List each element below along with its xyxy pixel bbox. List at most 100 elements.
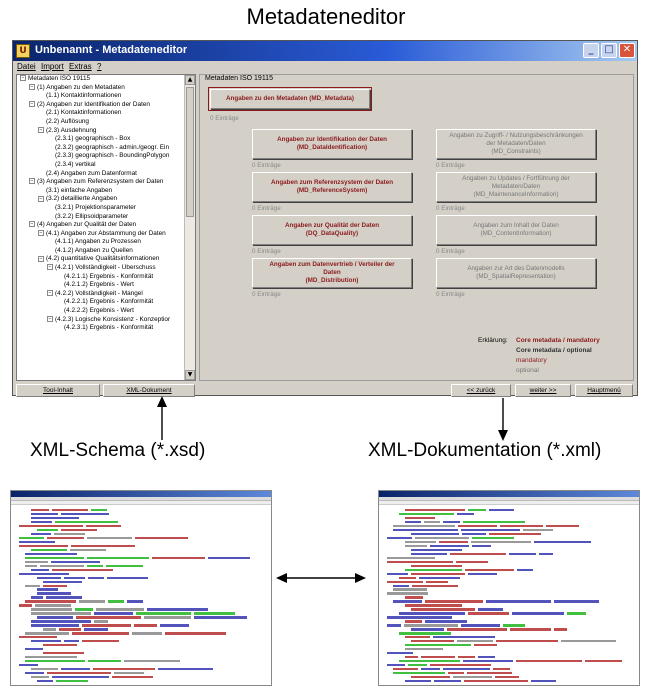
- tree-node[interactable]: (4.1.2) Angaben zu Quellen: [17, 247, 185, 256]
- tree-node[interactable]: (4.1.1) Angaben zu Prozessen: [17, 238, 185, 247]
- tree-node[interactable]: −(4.2.3) Logische Konsistenz - Konzeptio…: [17, 316, 185, 325]
- tree-node-label: (4.2.2.1) Ergebnis - Konformität: [64, 298, 154, 306]
- code-line: [383, 632, 635, 635]
- tool-inhalt-button[interactable]: Tool-Inhalt: [16, 384, 100, 397]
- next-button[interactable]: weiter >>: [515, 384, 571, 397]
- entry-count: 0 Einträge: [436, 291, 465, 298]
- collapse-toggle-icon[interactable]: −: [47, 264, 53, 271]
- code-line: [383, 676, 635, 679]
- tree-node[interactable]: (2.1) Kontaktinformationen: [17, 109, 185, 118]
- collapse-toggle-icon[interactable]: −: [20, 75, 26, 82]
- metadata-tree[interactable]: −Metadaten ISO 19115−(1) Angaben zu den …: [16, 74, 196, 381]
- tree-node[interactable]: (3.2.1) Projektionsparameter: [17, 204, 185, 213]
- tree-node[interactable]: −(3) Angaben zum Referenzsystem der Date…: [17, 178, 185, 187]
- menu-datei[interactable]: Datei: [17, 62, 36, 71]
- main-menu-button[interactable]: Hauptmenü: [575, 384, 633, 397]
- code-line: [15, 592, 267, 595]
- tree-node[interactable]: −(4.2.2) Vollständigkeit - Mangel: [17, 290, 185, 299]
- code-line: [383, 564, 635, 568]
- tree-node[interactable]: (2.4) Angaben zum Datenformat: [17, 170, 185, 179]
- tree-node-label: (1.1) Kontaktinformationen: [46, 92, 122, 100]
- code-line: [15, 616, 267, 619]
- maximize-button[interactable]: □: [601, 43, 617, 58]
- menu-extras[interactable]: Extras: [69, 62, 92, 71]
- tree-node[interactable]: −(1) Angaben zu den Metadaten: [17, 84, 185, 93]
- collapse-toggle-icon[interactable]: −: [38, 230, 44, 236]
- back-button[interactable]: << zurück: [451, 384, 511, 397]
- scroll-down-icon[interactable]: ▼: [185, 370, 195, 380]
- metadata-section-button[interactable]: Angaben zum Inhalt der Daten(MD_ContentI…: [436, 215, 596, 245]
- tree-node[interactable]: −(3.2) detaillierte Angaben: [17, 195, 185, 204]
- collapse-toggle-icon[interactable]: −: [29, 221, 35, 228]
- xml-dokument-button[interactable]: XML-Dokument: [103, 384, 195, 397]
- tree-node[interactable]: −(4) Angaben zur Qualität der Daten: [17, 221, 185, 230]
- scroll-up-icon[interactable]: ▲: [185, 75, 195, 85]
- md-metadata-button[interactable]: Angaben zu den Metadaten (MD_Metadata): [208, 87, 372, 111]
- tree-node[interactable]: (3.2.2) Ellipsoidparameter: [17, 213, 185, 222]
- metadata-section-button[interactable]: Angaben zum Datenvertrieb / Verteiler de…: [252, 258, 412, 288]
- code-line: [15, 556, 267, 560]
- menu-import[interactable]: Import: [41, 62, 64, 71]
- section-button-label: (MD_Distribution): [305, 277, 359, 284]
- tree-node[interactable]: −(2) Angaben zur Identifikation der Date…: [17, 101, 185, 110]
- collapse-toggle-icon[interactable]: −: [47, 315, 53, 322]
- tree-node[interactable]: −(2.3) Ausdehnung: [17, 127, 185, 136]
- collapse-toggle-icon[interactable]: −: [38, 126, 44, 133]
- tree-scrollbar[interactable]: ▲ ▼: [184, 75, 195, 380]
- tree-node-label: (3.2.1) Projektionsparameter: [55, 203, 136, 211]
- tree-node[interactable]: (4.2.2.1) Ergebnis - Konformität: [17, 298, 185, 307]
- code-line: [383, 568, 635, 572]
- code-line: [383, 648, 635, 651]
- code-line: [15, 664, 267, 667]
- metadata-section-button[interactable]: Angaben zum Referenzsystem der Daten(MD_…: [252, 172, 412, 202]
- metadata-section-button[interactable]: Angaben zu Zugriff- / Nutzungsbeschränku…: [436, 129, 596, 159]
- menu-help[interactable]: ?: [97, 62, 102, 71]
- code-line: [383, 608, 635, 611]
- tree-node[interactable]: (2.3.4) vertikal: [17, 161, 185, 170]
- collapse-toggle-icon[interactable]: −: [38, 195, 44, 202]
- title-bar[interactable]: U Unbenannt - Metadateneditor _ □ ✕: [13, 41, 637, 61]
- section-button-label: (MD_ContentInformation): [480, 230, 552, 237]
- legend-core-mandatory: Core metadata / mandatory: [516, 337, 600, 344]
- code-line: [15, 588, 267, 591]
- code-line: [383, 668, 635, 671]
- tree-node[interactable]: −Metadaten ISO 19115: [17, 75, 185, 84]
- tree-items: −Metadaten ISO 19115−(1) Angaben zu den …: [17, 75, 185, 333]
- collapse-toggle-icon[interactable]: −: [29, 83, 35, 90]
- tree-node[interactable]: (4.2.1.2) Ergebnis - Wert: [17, 281, 185, 290]
- metadata-section-button[interactable]: Angaben zur Identifikation der Daten(MD_…: [252, 129, 412, 159]
- tree-node-label: (3.2) detaillierte Angaben: [46, 195, 118, 203]
- tree-node[interactable]: (4.2.3.1) Ergebnis - Konformität: [17, 324, 185, 333]
- tree-node[interactable]: (2.2) Auflösung: [17, 118, 185, 127]
- tree-node[interactable]: (4.2.1.1) Ergebnis - Konformität: [17, 273, 185, 282]
- tree-node[interactable]: (3.1) einfache Angaben: [17, 187, 185, 196]
- tree-node[interactable]: (2.3.3) geographisch - BoundingPolygon: [17, 152, 185, 161]
- tree-node[interactable]: −(4.1) Angaben zur Abstammung der Daten: [17, 230, 185, 239]
- tree-node-label: (4) Angaben zur Qualität der Daten: [37, 221, 137, 229]
- tree-node-label: (3.1) einfache Angaben: [46, 186, 113, 194]
- section-button-label: Daten: [323, 269, 341, 276]
- close-button[interactable]: ✕: [619, 43, 635, 58]
- metadata-editor-window: U Unbenannt - Metadateneditor _ □ ✕ Date…: [12, 40, 638, 397]
- md-metadata-count: 0 Einträge: [210, 115, 239, 122]
- tree-node[interactable]: (2.3.2) geographisch - admin./geogr. Ein: [17, 144, 185, 153]
- tree-node[interactable]: (2.3.1) geographisch - Box: [17, 135, 185, 144]
- collapse-toggle-icon[interactable]: −: [29, 101, 35, 108]
- code-line: [15, 508, 267, 512]
- metadata-section-button[interactable]: Angaben zur Art des Datenmodells(MD_Spat…: [436, 258, 596, 288]
- tree-node[interactable]: (4.2.2.2) Ergebnis - Wert: [17, 307, 185, 316]
- up-arrow-icon: [157, 396, 167, 440]
- metadata-section-button[interactable]: Angaben zur Qualität der Daten(DQ_DataQu…: [252, 215, 412, 245]
- tree-node[interactable]: −(4.2.1) Vollständigkeit - Überschuss: [17, 264, 185, 273]
- scroll-thumb[interactable]: [186, 87, 194, 217]
- tree-node[interactable]: (1.1) Kontaktinformationen: [17, 92, 185, 101]
- code-line: [15, 564, 267, 568]
- collapse-toggle-icon[interactable]: −: [29, 178, 35, 185]
- collapse-toggle-icon[interactable]: −: [38, 255, 44, 262]
- tree-node-label: (2.1) Kontaktinformationen: [46, 109, 122, 117]
- tree-node[interactable]: −(4.2) quantitative Qualitätsinformation…: [17, 255, 185, 264]
- collapse-toggle-icon[interactable]: −: [47, 290, 53, 297]
- minimize-button[interactable]: _: [583, 43, 599, 58]
- code-line: [15, 544, 267, 548]
